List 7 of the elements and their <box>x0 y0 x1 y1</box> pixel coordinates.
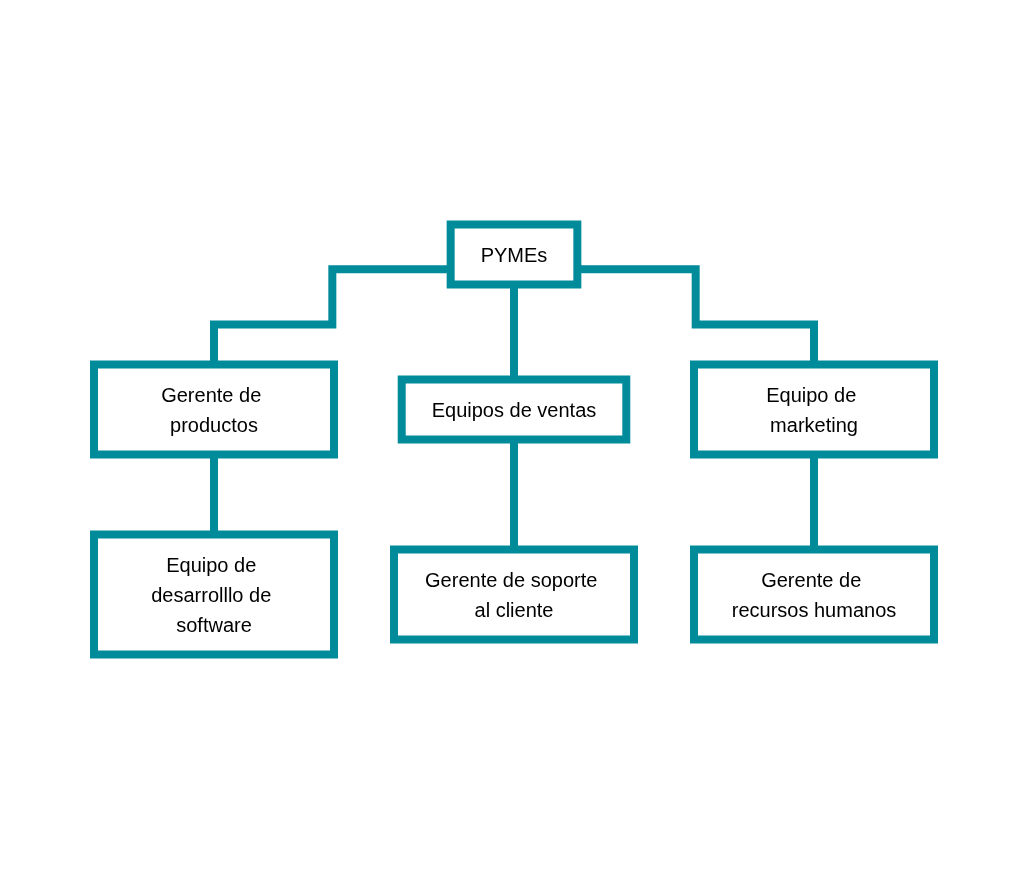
node-box: Equipo de marketing <box>689 360 938 459</box>
node-box: Equipo de desarrolllo de software <box>89 530 338 659</box>
node-box: PYMEs <box>446 220 581 289</box>
node-box: Gerente de productos <box>89 360 338 459</box>
node-box: Gerente de recursos humanos <box>689 545 938 644</box>
node-box: Equipos de ventas <box>397 375 630 444</box>
node-box: Gerente de soporte al cliente <box>389 545 638 644</box>
